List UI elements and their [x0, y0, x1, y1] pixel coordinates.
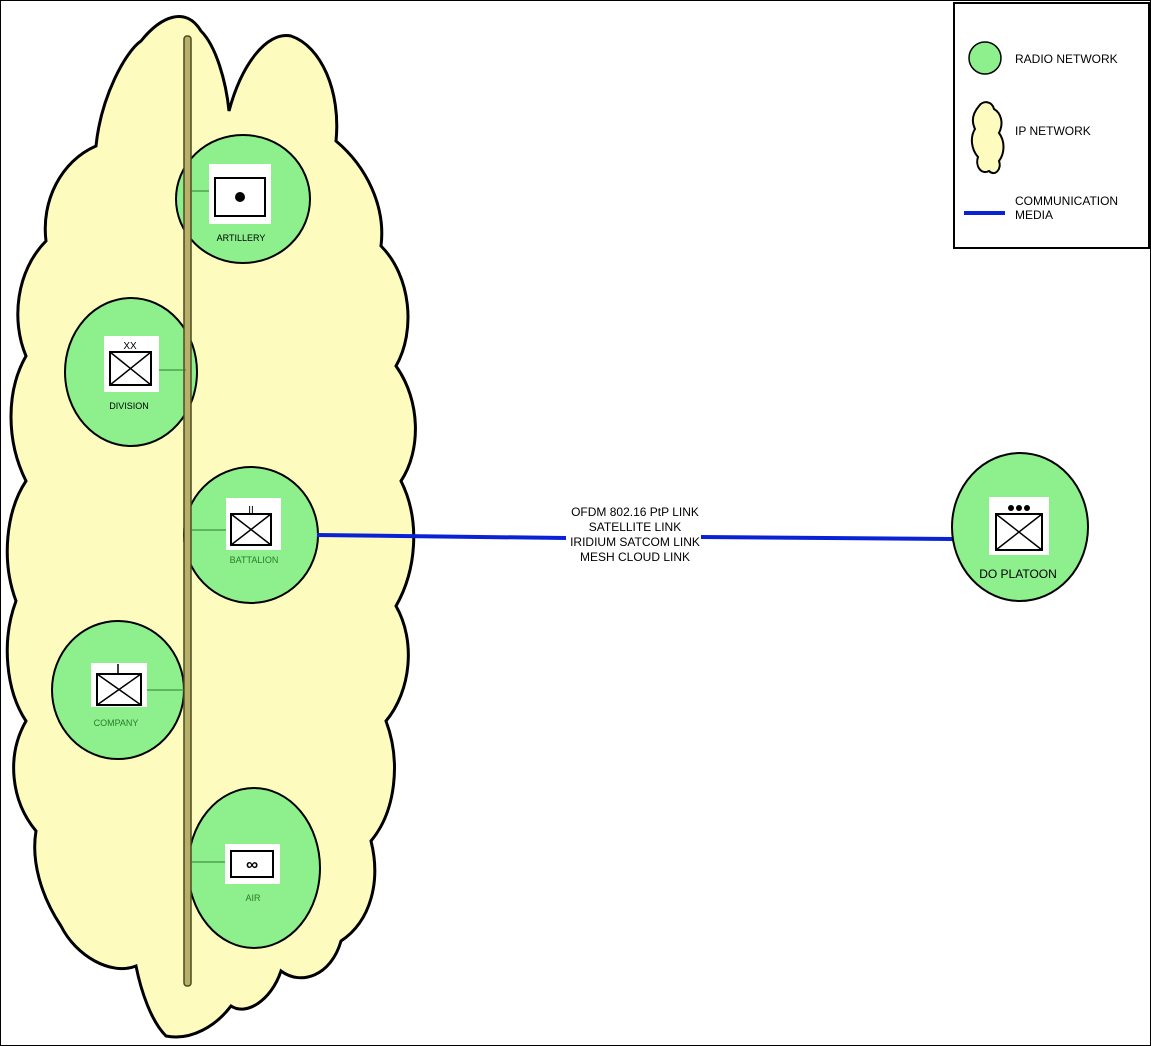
legend-communication-media-label-2: MEDIA — [1015, 208, 1053, 222]
air-unit-symbol: ∞ — [225, 844, 280, 884]
ip-backbone-bar — [183, 35, 192, 987]
artillery-dot-icon — [235, 192, 245, 202]
do-platoon-unit-symbol — [989, 497, 1049, 555]
link-label-iridium: IRIDIUM SATCOM LINK — [570, 535, 700, 549]
media-line-left — [316, 533, 567, 540]
do-platoon-dot-3 — [1024, 505, 1030, 511]
communication-link: OFDM 802.16 PtP LINK SATELLITE LINK IRID… — [316, 505, 954, 564]
link-label-mesh: MESH CLOUD LINK — [580, 550, 690, 564]
legend-radio-network-label: RADIO NETWORK — [1015, 52, 1118, 66]
company-unit-symbol — [91, 663, 147, 707]
backbone-connectors — [147, 190, 229, 863]
do-platoon-cross-icon-b — [995, 513, 1043, 551]
legend-ip-network-label: IP NETWORK — [1015, 124, 1091, 138]
link-label-satellite: SATELLITE LINK — [589, 520, 681, 534]
link-label-ofdm: OFDM 802.16 PtP LINK — [571, 505, 699, 519]
division-unit-symbol: XX — [104, 336, 159, 392]
air-infinity-icon: ∞ — [246, 855, 258, 874]
radio-network-do-platoon: DO PLATOON — [951, 452, 1089, 602]
media-line-right — [700, 535, 954, 541]
air-symbol-box — [230, 850, 274, 878]
legend-ip-network-icon — [970, 101, 1005, 175]
division-label: DIVISION — [109, 401, 149, 411]
artillery-unit-symbol — [209, 164, 271, 224]
battalion-label: BATTALION — [230, 555, 279, 565]
battalion-echelon-label: II — [248, 505, 254, 516]
do-platoon-dot-1 — [1008, 505, 1014, 511]
battalion-unit-symbol: II — [226, 498, 281, 550]
air-label: AIR — [245, 893, 261, 903]
legend-communication-media-label-1: COMMUNICATION — [1015, 194, 1118, 208]
legend-radio-network-icon — [968, 41, 1002, 75]
division-echelon-label: XX — [123, 341, 137, 352]
company-label: COMPANY — [94, 718, 139, 728]
artillery-label: ARTILLERY — [217, 233, 266, 243]
do-platoon-label: DO PLATOON — [979, 567, 1057, 581]
division-cross-icon-b — [109, 351, 152, 386]
battalion-cross-icon-b — [230, 513, 272, 546]
company-cross-icon-b — [96, 673, 142, 706]
legend: RADIO NETWORK IP NETWORK COMMUNICATION M… — [953, 2, 1150, 249]
do-platoon-dot-2 — [1016, 505, 1022, 511]
